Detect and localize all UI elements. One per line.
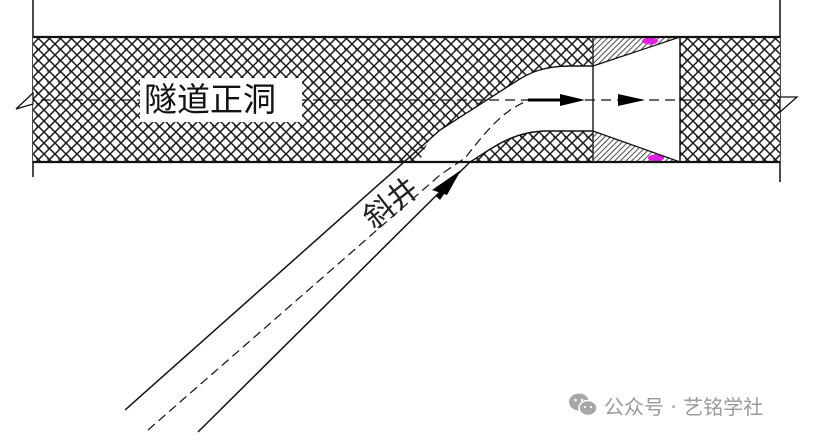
- main-tunnel-label-text: 隧道正洞: [144, 80, 276, 119]
- shaft-centerline: [147, 99, 531, 431]
- watermark-text: 公众号 · 艺铭学社: [604, 394, 764, 419]
- flow-arrow-tunnel-1: [560, 94, 585, 106]
- break-symbol-right: [779, 96, 799, 114]
- inclined-shaft: [124, 129, 471, 433]
- break-symbol-left: [15, 91, 34, 110]
- flow-arrow-tunnel-2: [618, 94, 645, 106]
- watermark: 公众号 · 艺铭学社: [568, 391, 763, 419]
- flow-arrow-shaft: [432, 170, 461, 195]
- highlight-mark: [648, 154, 664, 162]
- highlight-mark: [642, 37, 658, 45]
- wechat-icon: [568, 392, 598, 418]
- main-tunnel-label: 隧道正洞: [140, 78, 302, 122]
